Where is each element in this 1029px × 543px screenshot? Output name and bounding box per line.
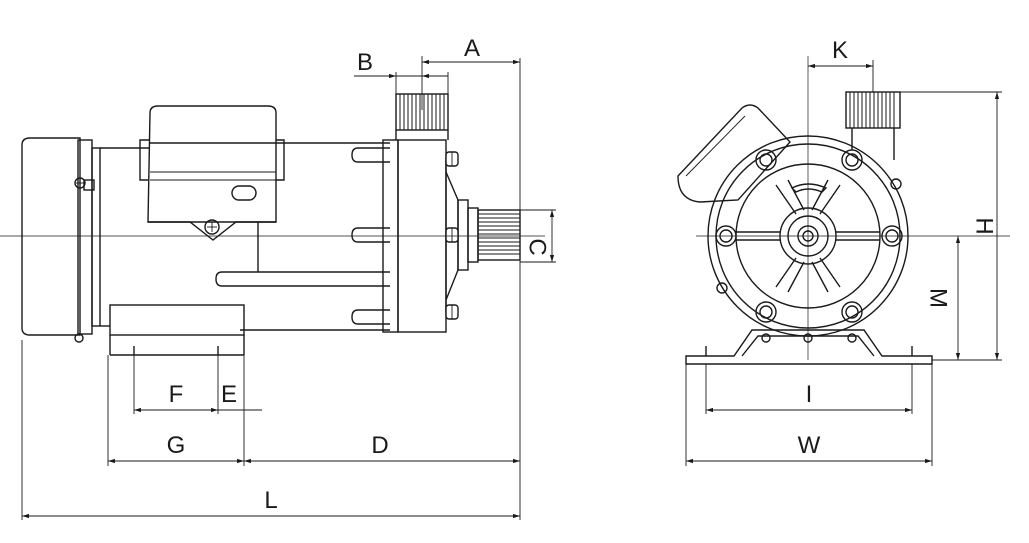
side-view — [0, 93, 545, 356]
bolt-icon — [755, 301, 777, 323]
dim-label-f: F — [169, 381, 184, 408]
casing-ribs — [736, 179, 880, 293]
front-view-dimensions — [685, 60, 1002, 466]
motor-housing — [21, 137, 390, 343]
dim-label-k: K — [832, 37, 848, 64]
side-view-dimensions — [21, 56, 556, 520]
outlet-port-front — [845, 91, 901, 160]
mounting-base-front — [685, 329, 933, 365]
dim-label-m: M — [925, 288, 952, 308]
terminal-box — [139, 105, 285, 241]
dim-label-b: B — [357, 49, 373, 76]
dim-label-c: C — [524, 238, 551, 255]
dim-label-d: D — [371, 432, 388, 459]
screw-icon — [74, 177, 86, 189]
bolt-icon — [841, 301, 863, 323]
dim-label-e: E — [221, 381, 237, 408]
dim-label-w: W — [798, 432, 821, 459]
dim-label-i: I — [806, 381, 813, 408]
dim-label-h: H — [971, 217, 998, 234]
terminal-screw-icon — [204, 219, 220, 235]
terminal-box-front — [677, 104, 791, 203]
mounting-base-side — [109, 304, 245, 356]
front-view — [677, 56, 1010, 365]
inlet-port-side — [467, 207, 521, 263]
dim-label-a: A — [464, 35, 480, 62]
dim-label-g: G — [167, 432, 186, 459]
bracket-arms — [215, 147, 390, 325]
bolt-icon — [755, 149, 777, 171]
casing-bolts — [715, 149, 903, 323]
rotation-arrow-icon — [790, 183, 828, 193]
dim-label-l: L — [264, 487, 277, 514]
